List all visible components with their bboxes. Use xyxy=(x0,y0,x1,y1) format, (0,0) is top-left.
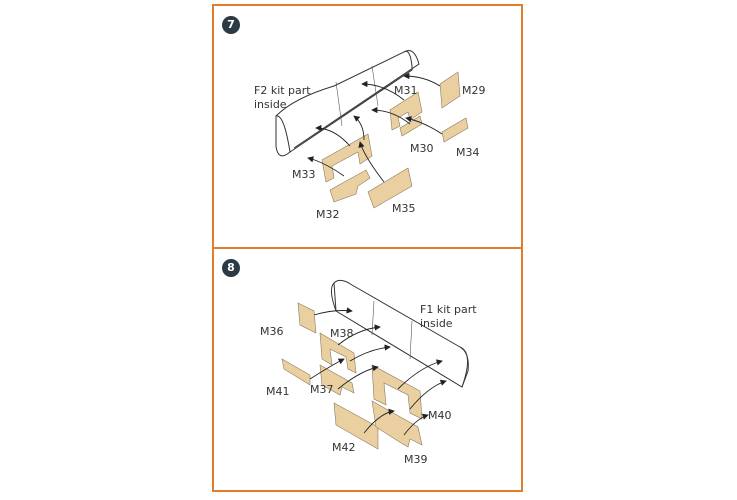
label-m41: M41 xyxy=(266,385,290,398)
step-8-panel: 8 F1 kit part inside M36 xyxy=(212,247,523,492)
label-m34: M34 xyxy=(456,146,480,159)
label-m42: M42 xyxy=(332,441,356,454)
step-8-badge: 8 xyxy=(222,259,240,277)
part-m36-shape xyxy=(297,302,317,334)
label-m39: M39 xyxy=(404,453,428,466)
label-m38: M38 xyxy=(330,327,354,340)
part-m35-shape xyxy=(367,167,413,209)
label-m30: M30 xyxy=(410,142,434,155)
step-7-badge: 7 xyxy=(222,16,240,34)
step-8-diagram: F1 kit part inside M36 M38 M41 M37 M40 M… xyxy=(260,279,477,466)
label-m31: M31 xyxy=(394,84,418,97)
part-m34-shape xyxy=(441,117,469,143)
kit-wall-shape xyxy=(275,50,413,157)
part-m31-shape xyxy=(389,91,423,131)
part-m29-shape xyxy=(439,71,461,109)
part-m32-shape xyxy=(329,169,371,203)
step-7-note-line2: inside xyxy=(254,98,287,111)
step-8-note-line1: F1 kit part xyxy=(420,303,477,316)
label-m40: M40 xyxy=(428,409,452,422)
label-m33: M33 xyxy=(292,168,316,181)
part-m40-shape xyxy=(371,364,423,420)
step-7-panel: 7 F2 kit part inside M29 xyxy=(212,4,523,249)
label-m37: M37 xyxy=(310,383,334,396)
step-8-note-line2: inside xyxy=(420,317,453,330)
part-m38-shape xyxy=(319,332,357,374)
part-m42-shape xyxy=(333,402,379,450)
part-m39-shape xyxy=(371,400,423,448)
step-7-diagram: F2 kit part inside M29 M31 M30 M34 M33 M… xyxy=(254,50,486,221)
label-m32: M32 xyxy=(316,208,340,221)
label-m36: M36 xyxy=(260,325,284,338)
label-m35: M35 xyxy=(392,202,416,215)
step-7-note-line1: F2 kit part xyxy=(254,84,311,97)
part-m37-shape xyxy=(319,364,355,396)
label-m29: M29 xyxy=(462,84,486,97)
part-m41-shape xyxy=(281,358,311,386)
